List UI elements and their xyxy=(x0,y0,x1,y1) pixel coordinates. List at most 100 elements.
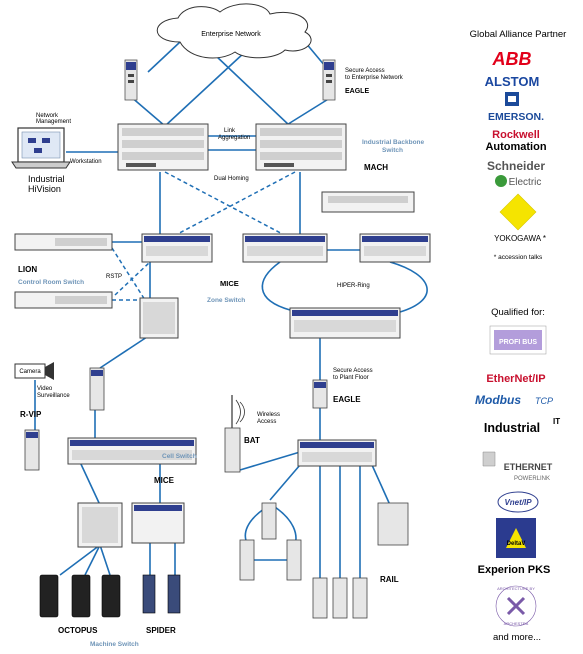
vnet-ip-logo: Vnet/IP xyxy=(497,491,539,513)
eagle-top-label: EAGLE xyxy=(345,88,369,95)
partner-sidebar: Global Alliance Partner ABB ALSTOM EMERS… xyxy=(470,29,567,643)
enterprise-network-cloud: Enterprise Network xyxy=(156,3,312,59)
spider-label: SPIDER xyxy=(146,626,176,635)
hivision-line1: Industrial xyxy=(28,174,65,184)
small-switch-zone xyxy=(139,297,179,339)
bat-label: BAT xyxy=(244,436,260,445)
rockwell-logo-line1: Rockwell xyxy=(492,129,540,141)
zone-switch-label: Zone Switch xyxy=(207,297,245,304)
rstp-label: RSTP xyxy=(106,274,122,280)
archestra-logo: ARCHITECTURE BY ARCHESTRA xyxy=(495,585,537,627)
eagle-device-cell xyxy=(89,367,105,411)
video-surveillance-line1: Video xyxy=(37,386,53,392)
rail-switches xyxy=(312,502,409,619)
schneider-logo-line1: Schneider xyxy=(487,159,545,173)
industrial-it-logo: Industrial xyxy=(484,421,540,435)
rail-label: RAIL xyxy=(380,575,399,584)
lion-switch-top xyxy=(14,233,113,251)
rockwell-logo-line2: Automation xyxy=(485,141,546,153)
network-management-line1: Network xyxy=(36,113,59,119)
cell-switch-label: Cell Switch xyxy=(162,453,197,460)
qualified-heading: Qualified for: xyxy=(491,307,545,318)
machine-switch-label: Machine Switch xyxy=(90,641,139,648)
ethernet-powerlink-logo: ETHERNET POWERLINK xyxy=(482,451,553,482)
and-more-label: and more... xyxy=(493,632,541,643)
profibus-logo: PROFI BUS xyxy=(489,325,547,355)
octopus-devices xyxy=(39,574,121,618)
mice-switch-ring-top-left xyxy=(242,233,328,263)
hivision-line2: HiVision xyxy=(28,184,61,194)
mice-switch-bottom xyxy=(297,439,377,467)
mice-switch-cell xyxy=(67,437,197,465)
control-room-switch-label: Control Room Switch xyxy=(18,279,84,286)
workstation-label: Workstation xyxy=(70,159,102,165)
accession-note: * accession talks xyxy=(494,254,543,261)
connection-lines xyxy=(34,41,428,578)
schneider-logo-line2: Electric xyxy=(509,177,542,188)
vnet-ip-label: Vnet/IP xyxy=(504,498,532,507)
yokogawa-logo: YOKOGAWA * xyxy=(494,234,546,243)
secure-access-plant-line2: to Plant Floor xyxy=(333,375,369,381)
mice-switch-ring-top-right xyxy=(359,233,431,263)
lion-switch-bottom xyxy=(14,291,113,309)
yokogawa-icon xyxy=(499,193,537,231)
hiper-ring-label: HIPER-Ring xyxy=(337,283,370,289)
modbus-tcp-logo: TCP xyxy=(535,396,553,406)
mice-switch-zone-left xyxy=(141,233,213,263)
mice-switch-ring-bottom xyxy=(289,307,401,339)
video-surveillance-line2: Surveillance xyxy=(37,393,70,399)
network-management-line2: Management xyxy=(36,119,71,125)
camera-device: Camera xyxy=(14,362,54,380)
r-vip-device xyxy=(24,429,40,471)
ethernet-ip-logo: EtherNet/IP xyxy=(486,373,545,385)
eagle-device-plant xyxy=(312,379,328,409)
eagle-device-right xyxy=(322,59,336,101)
dual-homing-label: Dual Homing xyxy=(214,176,249,182)
spider-devices xyxy=(142,574,181,614)
emerson-logo: EMERSON. xyxy=(488,111,544,123)
profibus-label: PROFI BUS xyxy=(499,339,537,346)
workstation-laptop xyxy=(11,127,71,169)
backbone-switch-left xyxy=(117,123,209,171)
secure-access-enterprise-line1: Secure Access xyxy=(345,68,385,74)
eagle-mid-label: EAGLE xyxy=(333,395,361,404)
bat-device xyxy=(224,395,245,473)
secure-access-enterprise-line2: to Enterprise Network xyxy=(345,75,404,81)
octopus-master-switch xyxy=(77,502,123,548)
mice-top-label: MICE xyxy=(220,279,239,288)
deltav-label: DeltaV xyxy=(507,541,526,547)
experion-pks-logo: Experion PKS xyxy=(478,564,551,576)
partner-heading: Global Alliance Partner xyxy=(470,29,567,40)
mice-mid-label: MICE xyxy=(154,476,175,485)
backbone-switch-line1: Industrial Backbone xyxy=(362,139,425,146)
backbone-switch-right xyxy=(255,123,347,171)
archestra-line1: ARCHITECTURE BY xyxy=(497,586,535,591)
r-vip-label: R-VIP xyxy=(20,410,42,419)
backbone-switch-line2: Switch xyxy=(382,147,403,154)
dual-homing-lines xyxy=(111,171,296,301)
wireless-access-line1: Wireless xyxy=(257,412,280,418)
alstom-logo: ALSTOM xyxy=(485,74,540,89)
camera-label: Camera xyxy=(19,369,41,375)
emerson-icon xyxy=(505,92,519,106)
link-aggregation-line2: Aggregation xyxy=(218,135,250,141)
eagle-device-left xyxy=(124,59,138,101)
ring-switches-bottom xyxy=(239,502,302,581)
octopus-label: OCTOPUS xyxy=(58,626,98,635)
abb-logo: ABB xyxy=(492,49,532,69)
mach-label: MACH xyxy=(364,163,388,172)
secure-access-plant-line1: Secure Access xyxy=(333,368,373,374)
mach-switch-device xyxy=(321,191,415,213)
cloud-label: Enterprise Network xyxy=(201,31,261,38)
wireless-access-line2: Access xyxy=(257,419,276,425)
modbus-logo: Modbus xyxy=(475,393,521,407)
industrial-it-superscript: IT xyxy=(553,417,560,426)
archestra-line2: ARCHESTRA xyxy=(504,621,529,626)
schneider-icon xyxy=(495,175,507,187)
link-aggregation-line1: Link xyxy=(224,128,236,134)
ethernet-label: ETHERNET xyxy=(504,462,553,472)
deltav-logo: DeltaV xyxy=(496,518,536,558)
lion-label: LION xyxy=(18,265,37,274)
powerlink-label: POWERLINK xyxy=(514,476,550,482)
